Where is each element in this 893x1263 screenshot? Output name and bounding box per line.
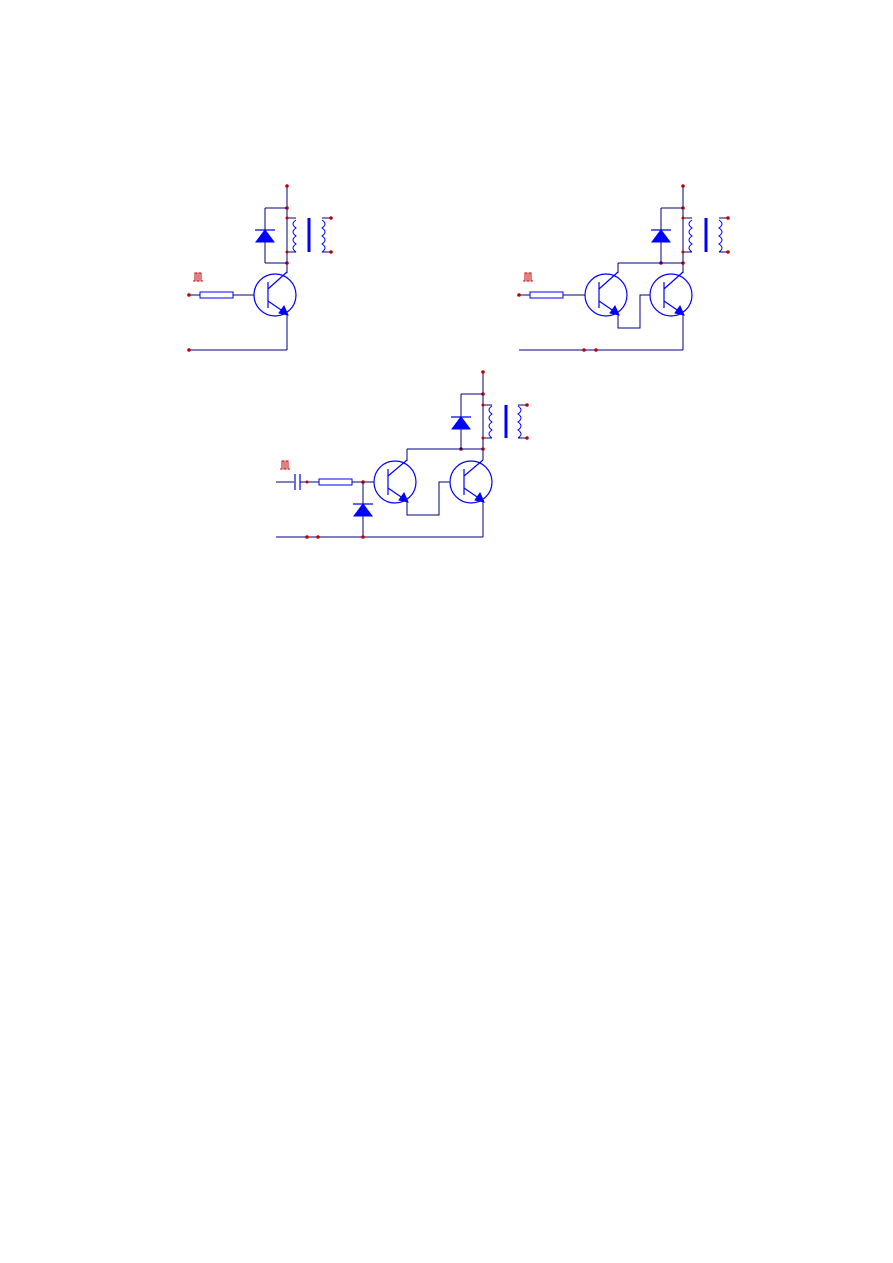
pulse-source-icon xyxy=(522,272,534,282)
resistor-icon xyxy=(318,478,353,486)
npn-transistor-icon xyxy=(449,459,493,504)
pulse-source-icon xyxy=(279,460,291,470)
flyback-diode-icon xyxy=(651,207,683,264)
npn-transistor-icon xyxy=(253,271,297,317)
flyback-diode-icon xyxy=(255,207,287,264)
relay-icon xyxy=(285,216,333,254)
npn-transistor-icon xyxy=(584,271,628,317)
resistor-icon xyxy=(529,291,564,299)
flyback-diode-icon xyxy=(451,393,483,450)
clamp-diode-icon xyxy=(353,482,373,537)
npn-transistor-icon xyxy=(649,271,693,317)
pulse-source-icon xyxy=(192,272,204,282)
capacitor-icon xyxy=(294,474,301,490)
node xyxy=(285,184,289,188)
circuit-darlington xyxy=(517,184,730,352)
npn-transistor-icon xyxy=(373,459,417,504)
relay-icon xyxy=(681,216,730,254)
relay-icon xyxy=(481,403,529,440)
circuit-ac-coupled-darlington xyxy=(276,370,529,539)
circuit-single-transistor xyxy=(187,184,333,352)
resistor-icon xyxy=(199,291,234,299)
